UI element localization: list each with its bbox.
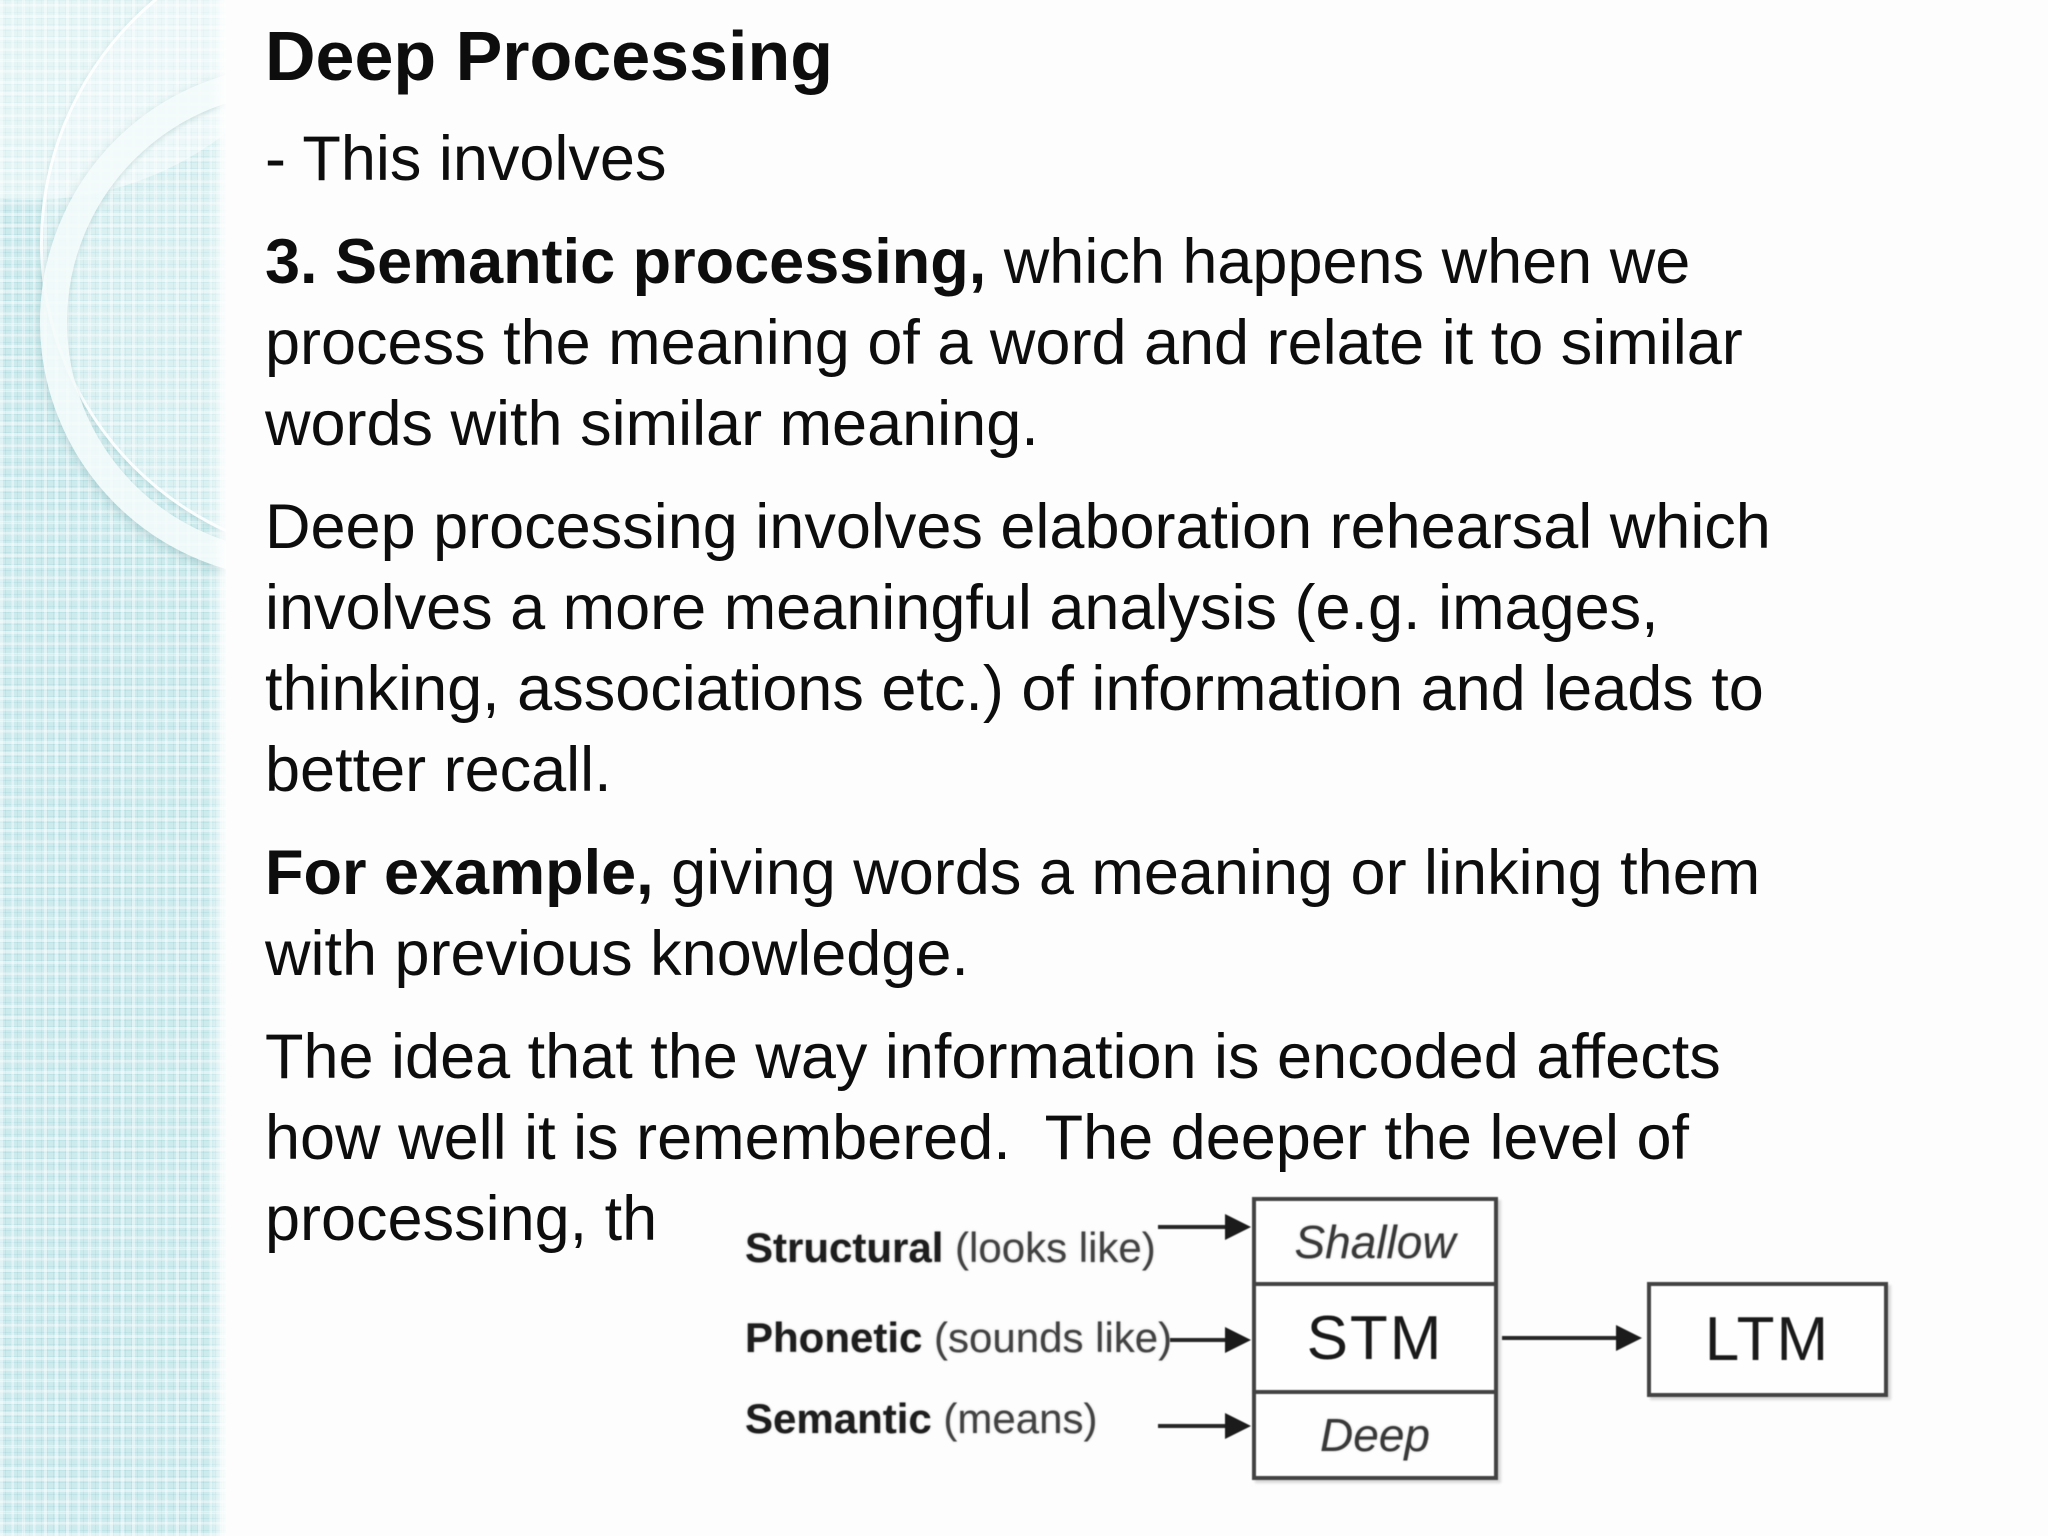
text-line: processing, th <box>265 1179 2045 1260</box>
bold-run: For example, <box>265 838 654 908</box>
regular-run: how well it is remembered. The deeper th… <box>265 1103 1690 1173</box>
paragraph: For example, giving words a meaning or l… <box>265 833 2045 995</box>
text-line: process the meaning of a word and relate… <box>265 303 2045 384</box>
regular-run: better recall. <box>265 735 612 805</box>
regular-run: involves a more meaningful analysis (e.g… <box>265 573 1659 643</box>
stage-cell-deep: Deep <box>1320 1409 1430 1461</box>
text-line: Deep processing involves elaboration reh… <box>265 487 2045 568</box>
paragraph: 3. Semantic processing, which happens wh… <box>265 222 2045 465</box>
label-paren: (sounds like) <box>922 1314 1173 1361</box>
text-line: For example, giving words a meaning or l… <box>265 833 2045 914</box>
regular-run: words with similar meaning. <box>265 389 1039 459</box>
regular-run: - This involves <box>265 124 667 194</box>
stage-cell-stm: STM <box>1306 1303 1444 1373</box>
text-line: 3. Semantic processing, which happens wh… <box>265 222 2045 303</box>
regular-run: giving words a meaning or linking them <box>653 838 1761 908</box>
bold-run: 3. Semantic processing, <box>265 227 987 297</box>
paragraph: Deep processing involves elaboration reh… <box>265 487 2045 811</box>
slide-title: Deep Processing <box>265 16 2045 97</box>
regular-run: processing, th <box>265 1184 658 1254</box>
label-term: Phonetic <box>745 1314 923 1361</box>
arrow-phonetic-to-stm <box>1170 1327 1251 1353</box>
divider-stm-deep <box>1256 1390 1494 1394</box>
text-line: involves a more meaningful analysis (e.g… <box>265 568 2045 649</box>
label-term: Semantic <box>745 1395 932 1442</box>
text-line: words with similar meaning. <box>265 384 2045 465</box>
ltm-box: LTM <box>1647 1282 1888 1397</box>
regular-run: thinking, associations etc.) of informat… <box>265 654 1764 724</box>
divider-shallow-stm <box>1256 1282 1494 1286</box>
arrow-semantic-to-deep <box>1158 1413 1251 1439</box>
regular-run: with previous knowledge. <box>265 919 969 989</box>
diagram-label-phonetic: Phonetic (sounds like) <box>745 1314 1172 1362</box>
regular-run: which happens when we <box>986 227 1691 297</box>
text-line: The idea that the way information is enc… <box>265 1017 2045 1098</box>
regular-run: Deep processing involves elaboration reh… <box>265 492 1771 562</box>
slide-title-paragraph: Deep Processing <box>265 16 2045 97</box>
text-line: with previous knowledge. <box>265 914 2045 995</box>
sidebar-decoration <box>0 0 226 1536</box>
label-paren: (means) <box>931 1395 1098 1442</box>
slide-text-block: Deep Processing - This involves 3. Semanti… <box>265 16 2045 1282</box>
regular-run: The idea that the way information is enc… <box>265 1022 1721 1092</box>
paragraph: - This involves <box>265 119 2045 200</box>
text-line: better recall. <box>265 730 2045 811</box>
bold-run: Deep Processing <box>265 17 833 95</box>
text-line: how well it is remembered. The deeper th… <box>265 1098 2045 1179</box>
paragraph: The idea that the way information is enc… <box>265 1017 2045 1260</box>
text-line: - This involves <box>265 119 2045 200</box>
arrow-stm-to-ltm <box>1502 1325 1642 1351</box>
diagram-label-semantic: Semantic (means) <box>745 1395 1097 1443</box>
text-line: thinking, associations etc.) of informat… <box>265 649 2045 730</box>
regular-run: process the meaning of a word and relate… <box>265 308 1743 378</box>
